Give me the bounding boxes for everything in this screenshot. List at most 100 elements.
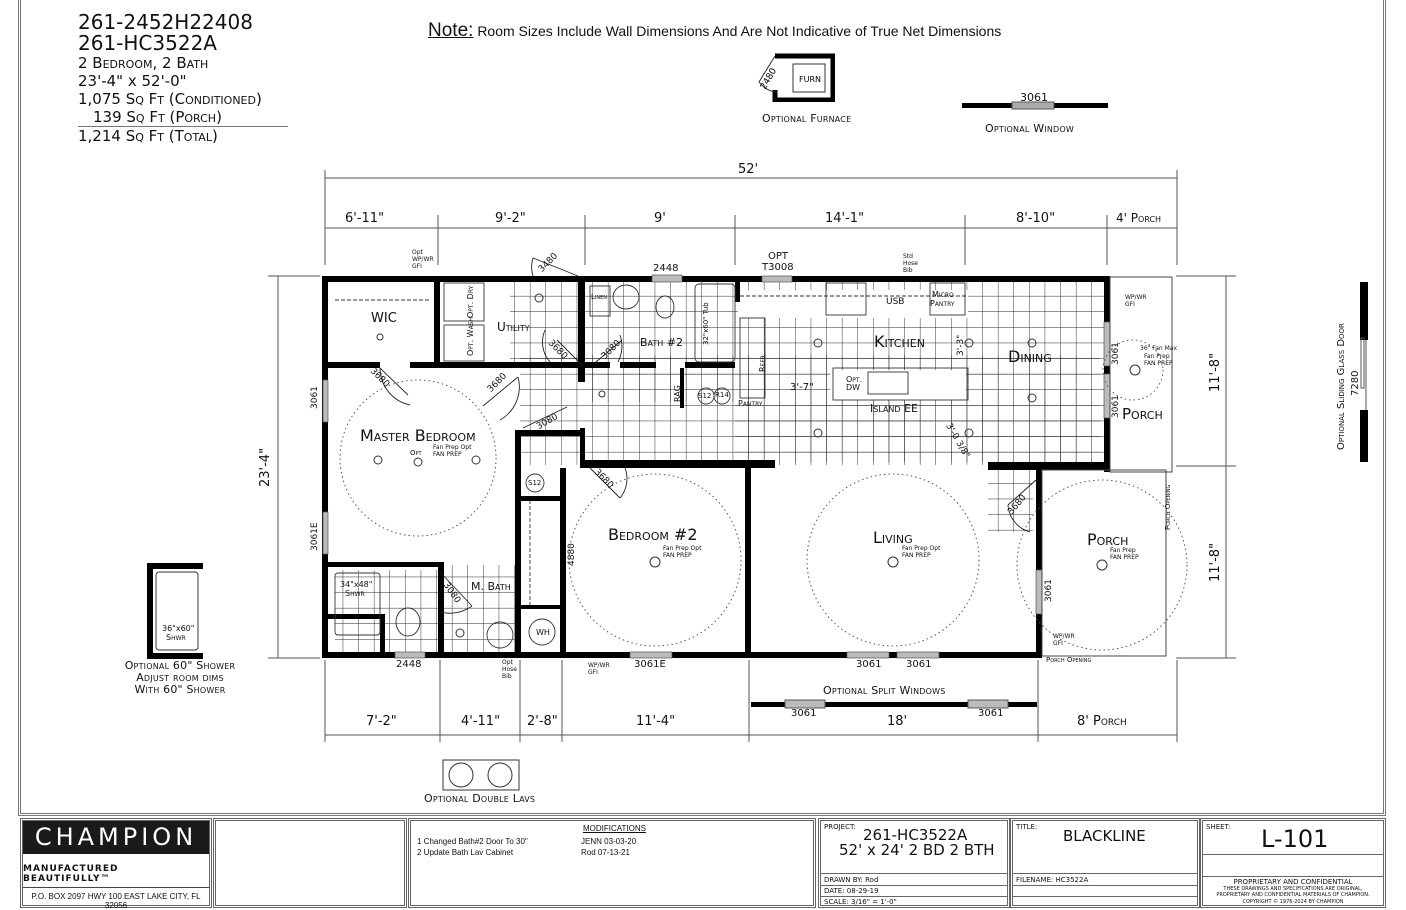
room-wic: WIC bbox=[371, 311, 397, 326]
fan-prep-mbr: FAN PREP bbox=[433, 451, 462, 458]
top-dim-6: 4' Porch bbox=[1116, 211, 1162, 225]
fan-max-porch: 36" Fan Max bbox=[1140, 345, 1177, 352]
win-t3008: T3008 bbox=[762, 262, 794, 273]
optional-sliding-door-label: Optional Sliding Glass Door bbox=[1336, 323, 1347, 450]
model-number: 261-2452H22408 bbox=[78, 10, 253, 34]
wpwr-gfi-porch-upper: WP/WR GFI bbox=[1125, 294, 1147, 308]
mod-1-text: 1 Changed Bath#2 Door To 30" bbox=[417, 837, 528, 846]
rod-r14: R14 bbox=[715, 391, 729, 399]
optional-furnace-label: Optional Furnace bbox=[762, 112, 852, 125]
master-shower: 34"x48" bbox=[340, 580, 373, 589]
shelf-s12-hall: S12 bbox=[528, 479, 542, 487]
room-porch-lower: Porch bbox=[1087, 530, 1129, 549]
optional-shower-line-3: With 60" Shower bbox=[134, 683, 226, 696]
win-3061-living-a: 3061 bbox=[856, 659, 882, 670]
split-window-tag-2: 3061 bbox=[978, 708, 1004, 719]
optional-window-label: Optional Window bbox=[985, 122, 1075, 135]
sheet-label: SHEET: bbox=[1206, 823, 1231, 831]
fan-prep-porch-upper: Fan Prep bbox=[1144, 353, 1170, 360]
filename: FILENAME: HC3522A bbox=[1016, 876, 1089, 884]
split-window-tag-1: 3061 bbox=[791, 708, 817, 719]
brand-address: P.O. BOX 2097 HWY 100 EAST LAKE CITY, FL… bbox=[31, 892, 201, 910]
top-dim-3: 9' bbox=[654, 211, 666, 226]
room-master-bath: M. Bath bbox=[471, 580, 511, 593]
brand-tagline: MANUFACTURED BEAUTIFULLY™ bbox=[23, 854, 209, 888]
master-shower-2: Shwr bbox=[345, 589, 365, 598]
opt-dishwasher-2: DW bbox=[846, 383, 861, 392]
fan-prep-porch: Fan Prep bbox=[1110, 547, 1136, 554]
room-pantry: Pantry bbox=[738, 399, 763, 408]
fan-prep-opt-mbr: Fan Prep Opt bbox=[433, 444, 472, 451]
porch-opening-side: Porch Opening bbox=[1164, 484, 1172, 530]
mod-2-by: Rod 07-13-21 bbox=[581, 848, 630, 857]
bottom-dim-4: 11'-4" bbox=[636, 714, 676, 729]
win-3061-porch: 3061 bbox=[1044, 579, 1054, 602]
optional-shower-label: Optional 60" Shower Adjust room dims Wit… bbox=[122, 660, 238, 696]
svg-text:FURN: FURN bbox=[799, 75, 821, 84]
home-size: 23'-4" x 52'-0" bbox=[78, 72, 187, 90]
sqft-total: 1,214 Sq Ft (Total) bbox=[78, 127, 218, 145]
opt-hose-bib: Opt Hose Bib bbox=[502, 659, 517, 680]
fan-prep-porch-upper-2: FAN PREP bbox=[1144, 360, 1173, 367]
brand-logo: CHAMPION bbox=[23, 821, 209, 854]
drawing-title: BLACKLINE bbox=[1063, 827, 1146, 845]
win-2448-bath2: 2448 bbox=[653, 263, 679, 274]
sqft-porch: 139 Sq Ft (Porch) bbox=[78, 108, 288, 127]
opt-wpwr-gfi-top: Opt WP/WR GFI bbox=[412, 249, 434, 270]
win-2448-mbath: 2448 bbox=[396, 659, 422, 670]
refrigerator: Refr bbox=[758, 355, 767, 372]
champion-logo-block: CHAMPION MANUFACTURED BEAUTIFULLY™ P.O. … bbox=[20, 818, 212, 910]
drawing-scale: SCALE: 3/16" = 1'-0" bbox=[824, 898, 897, 906]
win-3061-left: 3061 bbox=[310, 386, 320, 409]
modifications-block: MODIFICATIONS 1 Changed Bath#2 Door To 3… bbox=[408, 818, 816, 908]
dimension-note: Note: Room Sizes Include Wall Dimensions… bbox=[428, 20, 1001, 42]
usb-outlet: USB bbox=[886, 297, 905, 307]
bottom-dim-5: 18' bbox=[887, 714, 908, 729]
right-upper-dim: 11'-8" bbox=[1208, 352, 1223, 392]
std-hose-bib: Std Hose Bib bbox=[903, 253, 918, 274]
title-block: TITLE: BLACKLINE FILENAME: HC3522A bbox=[1010, 818, 1200, 908]
dim-3-3: 3'-3" bbox=[956, 334, 966, 356]
room-master-bedroom: Master Bedroom bbox=[360, 426, 476, 445]
wpwr-gfi-bottom: WP/WR GFI bbox=[588, 662, 610, 676]
win-3061-living-b: 3061 bbox=[906, 659, 932, 670]
model-code: 261-HC3522A bbox=[78, 31, 217, 55]
opt-dryer: Opt. Dry bbox=[466, 285, 475, 318]
win-3061e-left: 3061E bbox=[310, 522, 320, 551]
sheet-block: SHEET: L-101 PROPRIETARY AND CONFIDENTIA… bbox=[1200, 818, 1386, 908]
opt-t3008-label: OPT bbox=[768, 251, 789, 262]
drawing-frame bbox=[18, 0, 1386, 816]
mod-2-text: 2 Update Bath Lav Cabinet bbox=[417, 848, 514, 857]
blank-block bbox=[213, 818, 407, 908]
room-kitchen: Kitchen bbox=[874, 332, 925, 351]
linen-closet: Linen bbox=[591, 293, 608, 301]
window-icon bbox=[962, 101, 1108, 110]
room-porch-upper: Porch bbox=[1122, 405, 1163, 423]
optional-window-tag: 3061 bbox=[1020, 91, 1048, 104]
overall-width-dim: 52' bbox=[738, 162, 759, 177]
note-label: Note: bbox=[428, 20, 474, 41]
win-3061-dining-a: 3061 bbox=[1111, 342, 1121, 365]
room-bedroom2: Bedroom #2 bbox=[608, 525, 698, 544]
shelf-s12: S12 bbox=[698, 392, 712, 400]
win-3061e-bed2: 3061E bbox=[634, 659, 666, 670]
top-dim-5: 8'-10" bbox=[1016, 211, 1056, 226]
project-label: PROJECT: bbox=[824, 823, 856, 831]
bottom-dim-3: 2'-8" bbox=[527, 714, 558, 729]
water-heater: WH bbox=[536, 628, 550, 637]
right-lower-dim: 11'-8" bbox=[1208, 542, 1223, 582]
dim-3-7: 3'-7" bbox=[790, 382, 814, 393]
fan-prep-living: FAN PREP bbox=[902, 552, 931, 559]
room-living: Living bbox=[873, 528, 913, 547]
left-height-dim: 23'-4" bbox=[258, 447, 273, 487]
room-bath2: Bath #2 bbox=[640, 336, 684, 349]
optional-split-windows-label: Optional Split Windows bbox=[823, 684, 946, 697]
sliding-door-tag: 7280 bbox=[1350, 370, 1361, 396]
drawing-date: DATE: 08-29-19 bbox=[824, 887, 879, 895]
rag-shelf: RAG bbox=[673, 385, 682, 402]
modifications-title: MODIFICATIONS bbox=[583, 824, 646, 833]
project-code: 261-HC3522A bbox=[863, 826, 968, 844]
wpwr-gfi-porch-lower: WP/WR GFI bbox=[1053, 633, 1075, 647]
note-text: Room Sizes Include Wall Dimensions And A… bbox=[477, 23, 1002, 39]
fan-prep-porch-2: FAN PREP bbox=[1110, 554, 1139, 561]
